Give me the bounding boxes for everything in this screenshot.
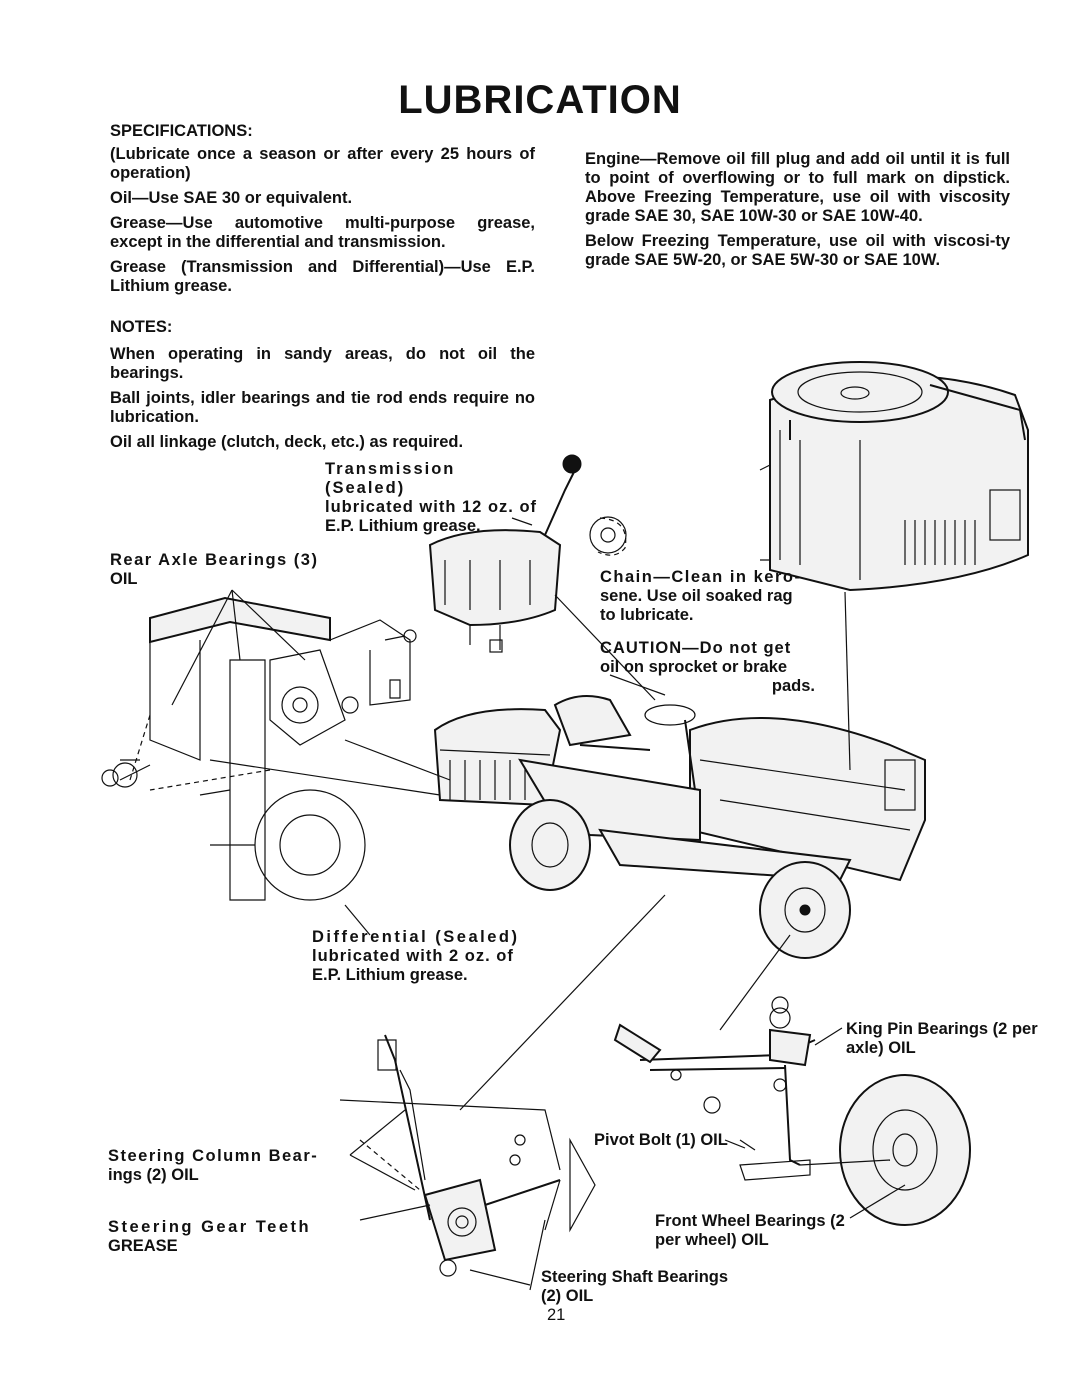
leader-lines bbox=[171, 517, 906, 1291]
pivot-bolt-callout: Pivot Bolt (1) OIL bbox=[594, 1131, 728, 1149]
notes-section: NOTES: When operating in sandy areas, do… bbox=[110, 318, 535, 458]
steering-shaft-callout: Steering Shaft Bearings (2) OIL bbox=[541, 1268, 761, 1306]
callout-line: CAUTION—Do not get bbox=[600, 639, 792, 657]
engine-section: Engine—Remove oil fill plug and add oil … bbox=[585, 150, 1010, 276]
callout-line: Front Wheel Bearings (2 bbox=[655, 1212, 845, 1230]
front-axle-illustration bbox=[613, 996, 971, 1226]
callout-line: Steering Column Bear- bbox=[108, 1147, 319, 1165]
callout-line: lubricated with 12 oz. of bbox=[325, 498, 538, 516]
callout-line: E.P. Lithium grease. bbox=[312, 966, 468, 984]
spec-line: Oil—Use SAE 30 or equivalent. bbox=[110, 189, 353, 207]
transmission-callout: Transmission (Sealed) lubricated with 12… bbox=[325, 460, 540, 536]
chain-callout: Chain—Clean in kero- sene. Use oil soake… bbox=[600, 568, 815, 625]
specifications-heading: SPECIFICATIONS: bbox=[110, 122, 253, 140]
callout-line: Steering Shaft Bearings bbox=[541, 1268, 729, 1286]
callout-line: Chain—Clean in kero- bbox=[600, 568, 802, 586]
engine-illustration bbox=[759, 361, 1029, 592]
tractor-illustration bbox=[433, 695, 926, 959]
steering-gear-callout: Steering Gear Teeth GREASE bbox=[108, 1218, 383, 1256]
page-title: LUBRICATION bbox=[398, 78, 682, 122]
transmission-illustration bbox=[428, 454, 627, 653]
caution-callout: CAUTION—Do not get oil on sprocket or br… bbox=[600, 639, 815, 696]
callout-line: lubricated with 2 oz. of bbox=[312, 947, 514, 965]
steering-column-callout: Steering Column Bear- ings (2) OIL bbox=[108, 1147, 338, 1185]
rear-axle-illustration bbox=[101, 596, 417, 901]
front-wheel-callout: Front Wheel Bearings (2 per wheel) OIL bbox=[655, 1212, 875, 1250]
callout-line: GREASE bbox=[108, 1237, 178, 1255]
callout-line: per wheel) OIL bbox=[655, 1231, 769, 1249]
note-line: When operating in sandy areas, do not oi… bbox=[110, 345, 535, 382]
note-line: Oil all linkage (clutch, deck, etc.) as … bbox=[110, 433, 464, 451]
callout-line: Steering Gear Teeth bbox=[108, 1218, 312, 1236]
differential-callout: Differential (Sealed) lubricated with 2 … bbox=[312, 928, 542, 985]
king-pin-callout: King Pin Bearings (2 per axle) OIL bbox=[846, 1020, 1066, 1058]
engine-oil-fill: Engine—Remove oil fill plug and add oil … bbox=[585, 150, 1010, 225]
spec-line: (Lubricate once a season or after every … bbox=[110, 145, 535, 182]
callout-line: ings (2) OIL bbox=[108, 1166, 199, 1184]
callout-line: axle) OIL bbox=[846, 1039, 916, 1057]
callout-line: oil on sprocket or brake bbox=[600, 658, 788, 676]
spec-line: Grease (Transmission and Differential)—U… bbox=[110, 258, 535, 295]
callout-line: Differential (Sealed) bbox=[312, 928, 520, 946]
callout-line: pads. bbox=[771, 677, 815, 695]
rear-axle-callout: Rear Axle Bearings (3) OIL bbox=[110, 551, 340, 589]
callout-line: to lubricate. bbox=[600, 606, 694, 624]
callout-line: sene. Use oil soaked rag bbox=[600, 587, 793, 605]
callout-line: Rear Axle Bearings (3) bbox=[110, 551, 319, 569]
engine-below-freezing: Below Freezing Temperature, use oil with… bbox=[585, 232, 1010, 269]
page-number: 21 bbox=[547, 1306, 566, 1324]
callout-line: King Pin Bearings (2 per bbox=[846, 1020, 1038, 1038]
callout-line: Transmission (Sealed) bbox=[325, 460, 456, 497]
spec-line: Grease—Use automotive multi-purpose grea… bbox=[110, 214, 535, 251]
specifications-section: SPECIFICATIONS: (Lubricate once a season… bbox=[110, 122, 535, 302]
callout-line: (2) OIL bbox=[541, 1287, 594, 1305]
callout-line: E.P. Lithium grease. bbox=[325, 517, 481, 535]
notes-heading: NOTES: bbox=[110, 318, 173, 336]
callout-line: OIL bbox=[110, 570, 138, 588]
note-line: Ball joints, idler bearings and tie rod … bbox=[110, 389, 535, 426]
steering-assembly-illustration bbox=[339, 1034, 596, 1277]
